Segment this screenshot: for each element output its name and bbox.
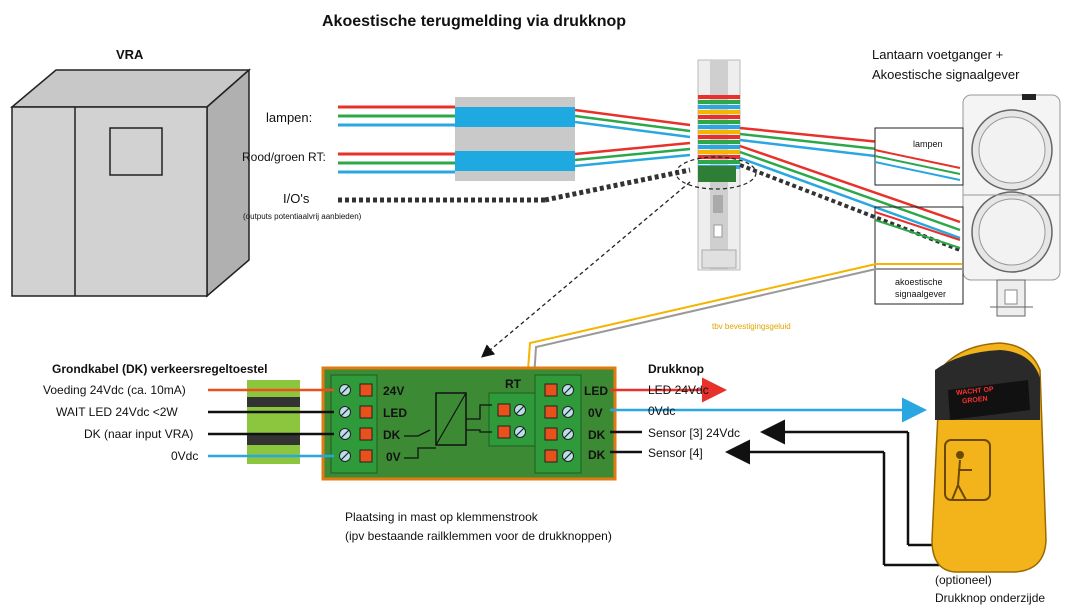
- terminal-screw-slot: [340, 451, 350, 461]
- grondkabel-row-4: 0Vdc: [171, 449, 199, 463]
- terminal-block: [698, 145, 740, 149]
- terminal-block: [698, 110, 740, 114]
- zoom-arrow: [481, 181, 691, 358]
- drukknop-row-2: 0Vdc: [648, 404, 676, 418]
- terminal-screw-slot: [340, 407, 350, 417]
- diagram-title: Akoestische terugmelding via drukknop: [322, 13, 627, 30]
- module-term-left-2: LED: [383, 406, 407, 420]
- terminal-screw-slot: [563, 407, 573, 417]
- drukknop-caption-2: Drukknop onderzijde: [935, 591, 1046, 605]
- signaal-label-2: signaalgever: [895, 289, 947, 299]
- lantaarn-label-1: Lantaarn voetganger +: [872, 47, 1004, 62]
- terminal-block: [698, 160, 740, 164]
- terminal-screw-square: [359, 383, 373, 397]
- grondkabel-wires: [208, 388, 334, 458]
- terminal-screw-square: [359, 449, 373, 463]
- grondkabel-title: Grondkabel (DK) verkeersregeltoestel: [52, 362, 268, 376]
- module-term-right-4: DK: [588, 448, 606, 462]
- module-term-right-1: LED: [584, 384, 608, 398]
- lampen-box-label: lampen: [913, 139, 943, 149]
- lantaarn-label-2: Akoestische signaalgever: [872, 67, 1020, 82]
- drukknop-title: Drukknop: [648, 362, 705, 376]
- terminal-block: [698, 120, 740, 124]
- module-terminals: [339, 383, 574, 463]
- terminal-block: [698, 115, 740, 119]
- ferrite-core: [247, 380, 300, 464]
- lampen-box: [874, 127, 964, 186]
- terminal-blocks: [698, 95, 740, 169]
- ios-note: (outputs potentiaalvrij aanbieden): [243, 212, 362, 221]
- ios-label: I/O's: [283, 191, 310, 206]
- cable-bundle: [455, 97, 575, 181]
- lantern: [962, 94, 1061, 317]
- drukknop-caption-1: (optioneel): [935, 573, 992, 587]
- terminal-block: [698, 125, 740, 129]
- terminal-screw-slot: [563, 451, 573, 461]
- drukknop-row-1: LED 24Vdc: [648, 383, 709, 397]
- drukknop-device: [931, 342, 1047, 573]
- terminal-screw-square: [544, 449, 558, 463]
- mini-board: [698, 166, 736, 182]
- module-term-right-3: DK: [588, 428, 606, 442]
- vra-label: VRA: [116, 47, 144, 62]
- module-term-left-3: DK: [383, 428, 401, 442]
- top-wires-left: [338, 105, 545, 203]
- terminal-screw-square: [544, 383, 558, 397]
- terminal-screw-slot: [340, 429, 350, 439]
- module-term-right-2: 0V: [588, 406, 603, 420]
- terminal-screw-square: [497, 425, 511, 439]
- wires-to-rail: [544, 108, 691, 203]
- drukknop-wires: [610, 377, 1000, 567]
- terminal-block: [698, 140, 740, 144]
- relay-label: RT: [505, 377, 521, 391]
- terminal-screw-square: [359, 427, 373, 441]
- plaatsing-line-1: Plaatsing in mast op klemmenstrook: [345, 510, 538, 524]
- terminal-screw-slot: [563, 429, 573, 439]
- drukknop-row-3: Sensor [3] 24Vdc: [648, 426, 741, 440]
- grondkabel-row-2: WAIT LED 24Vdc <2W: [56, 405, 178, 419]
- terminal-block: [698, 135, 740, 139]
- signaal-label-1: akoestische: [895, 277, 943, 287]
- terminal-screw-slot: [340, 385, 350, 395]
- terminal-block: [698, 95, 740, 99]
- terminal-block: [698, 105, 740, 109]
- terminal-block: [698, 130, 740, 134]
- lampen-label: lampen:: [266, 110, 313, 125]
- plaatsing-line-2: (ipv bestaande railklemmen voor de drukk…: [345, 529, 612, 543]
- terminal-block: [698, 100, 740, 104]
- terminal-screw-slot: [515, 427, 525, 437]
- rood-groen-label: Rood/groen RT:: [242, 150, 326, 164]
- terminal-screw-square: [544, 405, 558, 419]
- terminal-screw-square: [497, 403, 511, 417]
- terminal-screw-square: [359, 405, 373, 419]
- terminal-screw-square: [544, 427, 558, 441]
- terminal-block: [698, 150, 740, 154]
- grondkabel-row-1: Voeding 24Vdc (ca. 10mA): [43, 383, 186, 397]
- terminal-screw-slot: [563, 385, 573, 395]
- terminal-screw-slot: [515, 405, 525, 415]
- module-term-left-4: 0V: [386, 450, 401, 464]
- tbv-label: tbv bevestigingsgeluid: [712, 322, 791, 331]
- module-term-left-1: 24V: [383, 384, 405, 398]
- grondkabel-row-3: DK (naar input VRA): [84, 427, 194, 441]
- drukknop-row-4: Sensor [4]: [648, 446, 703, 460]
- vra-cabinet: [9, 68, 251, 298]
- signaal-box: [874, 206, 964, 305]
